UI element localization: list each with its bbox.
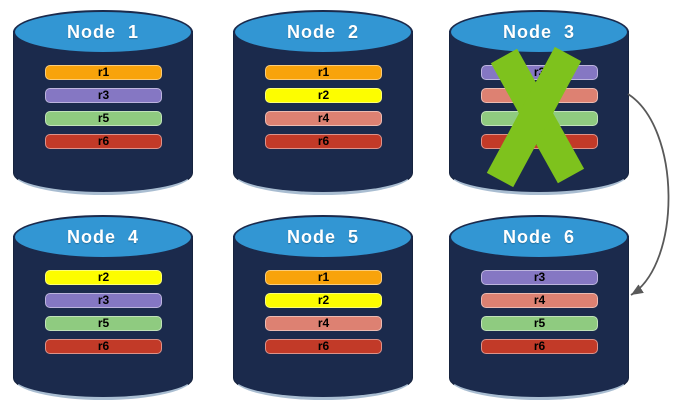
replica-bar: r4 bbox=[265, 316, 382, 331]
node-title: Node 4 bbox=[66, 226, 139, 247]
replica-bar: r6 bbox=[265, 134, 382, 149]
replica-bar: r5 bbox=[45, 111, 162, 126]
replica-bar: r1 bbox=[45, 65, 162, 80]
replica-bar: r6 bbox=[265, 339, 382, 354]
node-title: Node 1 bbox=[66, 21, 139, 42]
replica-bar: r5 bbox=[45, 316, 162, 331]
replica-bar: r6 bbox=[45, 134, 162, 149]
node-title: Node 2 bbox=[286, 21, 359, 42]
replica-bar: r2 bbox=[45, 270, 162, 285]
replica-bar: r2 bbox=[265, 88, 382, 103]
replica-bar: r3 bbox=[45, 88, 162, 103]
replica-bar: r4 bbox=[481, 88, 598, 103]
node-title: Node 6 bbox=[502, 226, 575, 247]
replica-bar: r5 bbox=[481, 111, 598, 126]
node-4: Node 4 r2 r3 r5 r6 bbox=[13, 215, 193, 401]
node-5: Node 5 r1 r2 r4 r6 bbox=[233, 215, 413, 401]
node-6: Node 6 r3 r4 r5 r6 bbox=[449, 215, 629, 401]
node-2: Node 2 r1 r2 r4 r6 bbox=[233, 10, 413, 196]
replica-bar: r3 bbox=[481, 65, 598, 80]
cylinder-top: Node 3 bbox=[449, 10, 629, 54]
replica-bar: r1 bbox=[265, 65, 382, 80]
node-3: Node 3 r3 r4 r5 r6 bbox=[449, 10, 629, 196]
cylinder-top: Node 1 bbox=[13, 10, 193, 54]
replica-bar: r2 bbox=[265, 293, 382, 308]
replica-bar: r6 bbox=[481, 134, 598, 149]
replica-bar: r4 bbox=[265, 111, 382, 126]
replica-bar: r3 bbox=[45, 293, 162, 308]
replica-bar: r4 bbox=[481, 293, 598, 308]
replica-bar: r1 bbox=[265, 270, 382, 285]
replica-bar: r3 bbox=[481, 270, 598, 285]
replica-bar: r6 bbox=[481, 339, 598, 354]
replica-bar: r6 bbox=[45, 339, 162, 354]
cylinder-top: Node 4 bbox=[13, 215, 193, 259]
node-title: Node 3 bbox=[502, 21, 575, 42]
failover-arrow bbox=[627, 93, 670, 296]
cylinder-top: Node 6 bbox=[449, 215, 629, 259]
cylinder-top: Node 2 bbox=[233, 10, 413, 54]
node-1: Node 1 r1 r3 r5 r6 bbox=[13, 10, 193, 196]
node-title: Node 5 bbox=[286, 226, 359, 247]
replica-bar: r5 bbox=[481, 316, 598, 331]
cylinder-top: Node 5 bbox=[233, 215, 413, 259]
